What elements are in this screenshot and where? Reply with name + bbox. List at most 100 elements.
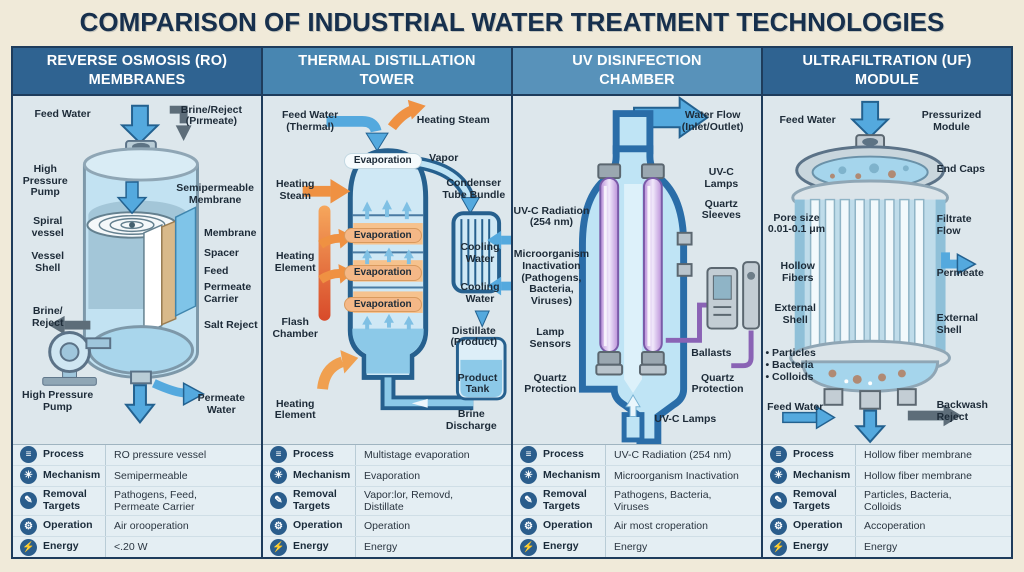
column-header-ro: REVERSE OSMOSIS (RO) MEMBRANES [13,48,261,96]
diagram-label: Salt Reject [203,319,258,332]
diagram-label: Ballasts [691,347,732,360]
spec-label: Removal Targets [43,488,87,512]
spec-value: RO pressure vessel [105,444,261,465]
diagram-label: Water Flow (Inlet/Outlet) [681,108,744,133]
header-line2: MEMBRANES [88,72,186,88]
spec-value: Operation [355,516,511,536]
mechanism-icon: ✳ [20,467,37,485]
diagram-label: External Shell [936,312,979,337]
spec-table-uv: ≡ Process UV-C Radiation (254 nm)✳Mechanis… [513,443,761,557]
spec-label: Process [293,448,334,461]
diagram-label: Permeate Carrier [203,281,252,305]
diagram-label: Spiral vessel [31,215,64,239]
diagram-label: Brine Discharge [445,408,497,432]
diagram-label: Quartz Protection [524,371,577,396]
spec-value: Particles, Bacteria, Colloids [855,486,1011,515]
removal-icon: ✎ [770,492,787,510]
diagram-label: Heating Element [274,249,316,274]
spec-value: <.20 W [105,537,261,557]
column-ultrafiltration: ULTRAFILTRATION (UF) MODULE [763,48,1011,557]
diagram-label: External Shell [774,301,816,326]
spec-row-mechanism: ✳ Mechanism Semipermeable [13,464,261,486]
energy-icon: ⚡ [770,538,787,556]
diagram-label: Evaporation [344,297,421,311]
spec-value: Semipermeable [105,465,261,486]
column-header-uv: UV DISINFECTION CHAMBER [513,48,761,96]
diagram-label: UV-C Radiation (254 nm) [513,204,590,229]
diagram-label: Brine/Reject (Pırmeate) [180,103,243,128]
column-header-uf: ULTRAFILTRATION (UF) MODULE [763,48,1011,96]
diagram-label: Spacer [203,247,239,260]
column-uv-disinfection: UV DISINFECTION CHAMBER [513,48,761,557]
header-line1: UV DISINFECTION [572,53,702,70]
diagram-label: Flash Chamber [272,315,318,340]
page-title: COMPARISON OF INDUSTRIAL WATER TREATMENT… [79,7,945,37]
process-icon: ≡ [520,446,537,464]
spec-label: Process [793,448,834,461]
diagram-label: Distillate (Product) [450,324,498,349]
diagram-label: Pressurized Module [921,108,982,133]
removal-icon: ✎ [270,492,287,510]
diagram-label: Filtrate Flow [936,213,972,238]
operation-icon: ⚙ [20,517,37,535]
diagram-label: Feed Water [767,401,824,414]
diagram-label: Evaporation [344,229,421,243]
diagram-label: Feed Water [779,114,836,127]
spec-value: Energy [855,537,1011,557]
comparison-grid: REVERSE OSMOSIS (RO) MEMBRANES [11,46,1013,559]
spec-value: Air orooperation [105,516,261,536]
operation-icon: ⚙ [520,517,537,535]
diagram-label: Condenser Tube Bundle [442,176,506,201]
spec-value: Hollow fiber membrane [855,465,1011,486]
diagram-label: UV-C Lamps [704,166,739,191]
spec-value: Energy [605,537,761,557]
spec-value: Accoperation [855,516,1011,536]
operation-icon: ⚙ [270,517,287,535]
diagram-label: • Particles • Bacteria • Colloids [765,347,816,383]
header-line2: MODULE [854,72,920,88]
diagram-label: Hollow Fibers [780,260,815,284]
spec-label: Process [43,448,84,461]
diagram-label: Vapor [429,152,459,165]
diagram-label: Product Tank [457,371,498,396]
diagram-label: Brine/ Reject [31,305,64,330]
energy-icon: ⚡ [20,538,37,556]
spec-value: UV-C Radiation (254 nm) [605,444,761,465]
energy-icon: ⚡ [520,538,537,556]
spec-row-operation: ⚙ Operation Air most croperation [513,515,761,536]
header-line1: THERMAL DISTILLATION [298,53,476,70]
spec-label: Mechanism [43,469,101,482]
mechanism-icon: ✳ [270,467,287,485]
spec-value: Energy [355,537,511,557]
diagram-label: Feed Water (Thermal) [282,108,339,133]
diagram-label: Cooling Water [460,241,500,265]
diagram-label: Heating Element [274,397,316,422]
operation-icon: ⚙ [770,517,787,535]
spec-row-energy: ⚡Energy<.20 W [13,536,261,557]
diagram-label: Vessel Shell [31,249,65,274]
column-header-thermal: THERMAL DISTILLATION TOWER [263,48,511,96]
diagram-label: Microorganism Inactivation (Pathogens, B… [513,248,590,308]
spec-value: Air most croperation [605,516,761,536]
spec-label: Operation [543,519,593,532]
spec-label: Process [543,448,584,461]
spec-label: Removal Targets [543,488,587,512]
